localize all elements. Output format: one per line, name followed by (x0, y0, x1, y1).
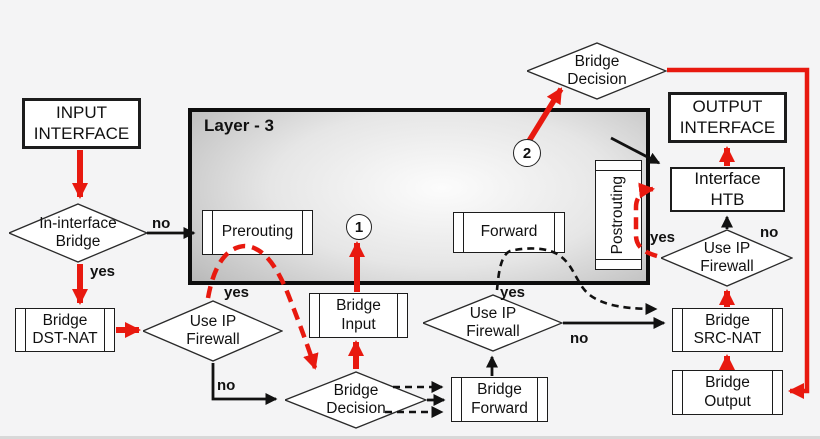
label-inbridge-yes: yes (90, 263, 116, 280)
flow-marker-2: 2 (513, 139, 541, 167)
diamond-label: Bridge Decision (567, 53, 627, 88)
label-fw-mid-yes: yes (500, 284, 526, 301)
flow-marker-1: 1 (346, 214, 372, 240)
diamond-label: Use IP Firewall (186, 313, 240, 348)
label-inbridge-no: no (152, 215, 171, 232)
bridge-decision-bottom: Bridge Decision (285, 371, 427, 429)
label-fw-mid-no: no (570, 330, 589, 347)
forward-node: Forward (453, 212, 565, 253)
prerouting-node: Prerouting (202, 210, 313, 255)
bridge-forward-node: Bridge Forward (451, 377, 548, 422)
postrouting-node: Postrouting (595, 160, 642, 270)
interface-htb-node: Interface HTB (670, 167, 785, 212)
bridge-src-nat-node: Bridge SRC-NAT (672, 308, 783, 352)
use-ip-firewall-left-decision: Use IP Firewall (143, 300, 283, 362)
label-fw-left-yes: yes (224, 284, 250, 301)
label-fw-right-no: no (760, 224, 779, 241)
label-fw-right-yes: yes (650, 229, 676, 246)
layer3-title: Layer - 3 (204, 116, 274, 135)
bridge-input-node: Bridge Input (309, 293, 408, 338)
label-fw-left-no: no (217, 377, 236, 394)
diamond-shape (527, 42, 667, 100)
bottom-edge-strip (0, 436, 820, 439)
bridge-decision-top: Bridge Decision (527, 42, 667, 100)
bridge-dst-nat-node: Bridge DST-NAT (15, 308, 115, 352)
diamond-label: In-interface Bridge (39, 215, 117, 250)
layer3-panel: Layer - 3 (188, 108, 650, 285)
diamond-label: Use IP Firewall (466, 305, 520, 340)
diamond-shape (285, 371, 427, 429)
output-interface-node: OUTPUT INTERFACE (668, 92, 787, 143)
use-ip-firewall-mid-decision: Use IP Firewall (423, 294, 563, 352)
bridge-output-node: Bridge Output (672, 370, 783, 415)
input-interface-node: INPUT INTERFACE (22, 98, 141, 149)
diamond-shape (9, 203, 147, 263)
in-interface-bridge-decision: In-interface Bridge (9, 203, 147, 263)
postrouting-label: Postrouting (609, 175, 627, 255)
diamond-label: Bridge Decision (326, 382, 386, 417)
